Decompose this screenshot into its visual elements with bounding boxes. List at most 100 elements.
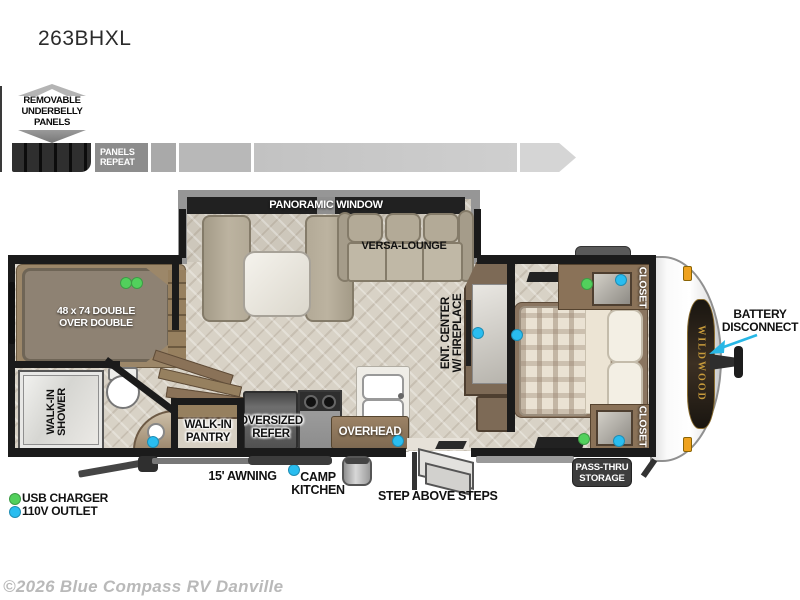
clearance-light-bottom-icon (683, 437, 692, 452)
camp-kitchen-line1: CAMP (300, 470, 336, 484)
bunk-label-line1: 48 x 74 DOUBLE (56, 305, 136, 317)
underbelly-line2: UNDERBELLY (21, 106, 83, 117)
sofa-seat (347, 242, 463, 282)
outlet-110v-dot (511, 329, 523, 341)
outlet-110v-dot (147, 436, 159, 448)
brand-badge-text: WILDWOOD (695, 325, 707, 402)
underbelly-label: REMOVABLE UNDERBELLY PANELS (8, 95, 96, 128)
bed-blanket (519, 306, 589, 416)
underbelly-line1: REMOVABLE (23, 95, 81, 106)
battery-line1: BATTERY (733, 307, 787, 321)
awning-roller (248, 456, 332, 465)
closet-top-label: CLOSET (636, 266, 649, 309)
closet-bottom-label: CLOSET (636, 405, 649, 448)
battery-disconnect-arrow-icon (709, 333, 758, 354)
legend-usb-label: USB CHARGER (22, 491, 109, 505)
ent-label-line2: W/ FIREPLACE (452, 293, 464, 373)
pantry-label-line1: WALK-IN (184, 419, 232, 431)
usb-charger-dot (578, 433, 590, 445)
walk-in-shower-label: WALK-IN SHOWER (45, 370, 69, 454)
dinette-table (243, 251, 311, 317)
panoramic-window-divider (317, 197, 335, 214)
pantry-shelf (178, 404, 238, 419)
model-title: 263BHXL (38, 27, 132, 50)
stove-burner-icon (322, 395, 336, 409)
wall-rear (8, 255, 15, 457)
awning-rail (152, 458, 332, 464)
bunk-window-icon (9, 282, 15, 344)
kitchen-faucet-icon (398, 393, 404, 399)
wall-pantry-right (237, 398, 244, 457)
underbelly-panel-seg1 (151, 143, 176, 172)
underbelly-edge-mark (0, 86, 2, 172)
passthru-line1: PASS-THRU (575, 461, 629, 473)
entry-mat (435, 441, 467, 449)
wall-bottom-right (471, 448, 656, 457)
outlet-110v-dot (472, 327, 484, 339)
legend-usb-dot-icon (9, 493, 21, 505)
watermark: ©2026 Blue Compass RV Danville (3, 577, 284, 596)
clearance-light-top-icon (683, 266, 692, 281)
camp-kitchen-line2: KITCHEN (291, 483, 345, 497)
panels-repeat-line2: REPEAT (100, 157, 135, 167)
wall-front (649, 255, 656, 457)
pantry-label-line2: PANTRY (185, 431, 231, 444)
slideout-window-left-icon (179, 209, 186, 258)
tongue-jack-handle (734, 346, 743, 378)
wall-bath-right (171, 404, 178, 457)
sofa-back-cushion (347, 213, 383, 243)
battery-line2: DISCONNECT (721, 320, 799, 334)
camp-kitchen-lid (345, 458, 369, 464)
camp-kitchen-label: CAMP KITCHEN (288, 471, 348, 497)
wall-top-left (8, 255, 182, 264)
versa-lounge-label: VERSA-LOUNGE (361, 240, 447, 252)
underbelly-panel-striped (12, 143, 91, 172)
bed-pillow (607, 309, 643, 363)
passthru-line2: STORAGE (579, 472, 625, 484)
outlet-110v-dot (615, 274, 627, 286)
slideout-wall-top (178, 190, 480, 199)
passthru-rail (476, 456, 574, 463)
underbelly-down-arrow-icon (18, 130, 86, 143)
underbelly-panel-seg2 (179, 143, 251, 172)
sofa-back-cushion (423, 213, 459, 243)
usb-charger-dot (131, 277, 143, 289)
stove-burner-icon (304, 395, 318, 409)
outlet-110v-dot (392, 435, 404, 447)
sofa-back (347, 213, 459, 243)
wall-pantry-top (171, 398, 244, 405)
refer-label: OVERSIZED REFER (238, 415, 304, 440)
underbelly-panel-seg3 (254, 143, 517, 172)
bunk-label-line2: OVER DOUBLE (59, 317, 133, 329)
wall-bedroom-divider (507, 262, 515, 432)
front-stabilizer-jack (640, 458, 658, 478)
entry-step-post (412, 452, 417, 490)
underbelly-line3: PANELS (33, 117, 71, 128)
bunk-label: 48 x 74 DOUBLE OVER DOUBLE (24, 305, 168, 329)
refer-label-line2: REFER (252, 427, 290, 440)
legend-outlet-dot-icon (9, 506, 21, 518)
overhead-label: OVERHEAD (338, 426, 402, 438)
passthru-badge: PASS-THRU STORAGE (572, 458, 632, 487)
walk-in-shower (18, 370, 104, 450)
panoramic-window-label: PANORAMIC WINDOW (269, 199, 383, 211)
ent-center-label: ENT. CENTER W/ FIREPLACE (439, 278, 465, 388)
tv-icon (466, 300, 471, 366)
shower-label-line2: SHOWER (56, 388, 68, 436)
refer-label-line1: OVERSIZED (239, 415, 303, 427)
wall-bunk-stub (172, 255, 179, 330)
sofa-back-cushion (385, 213, 421, 243)
legend-outlet-label: 110V OUTLET (22, 504, 98, 518)
ent-label-line1: ENT. CENTER (439, 296, 452, 370)
awning-label: 15' AWNING (208, 469, 277, 483)
battery-disconnect-label: BATTERY DISCONNECT (715, 308, 800, 334)
wall-bottom-left (8, 448, 406, 457)
underbelly-panel-arrow (520, 143, 576, 172)
dinette-bench-left (202, 215, 251, 322)
bunk-mattress (22, 268, 170, 362)
wall-top-right (477, 255, 656, 264)
slideout-window-right-icon (474, 209, 481, 258)
pantry-label: WALK-IN PANTRY (176, 419, 240, 444)
usb-charger-dot (581, 278, 593, 290)
